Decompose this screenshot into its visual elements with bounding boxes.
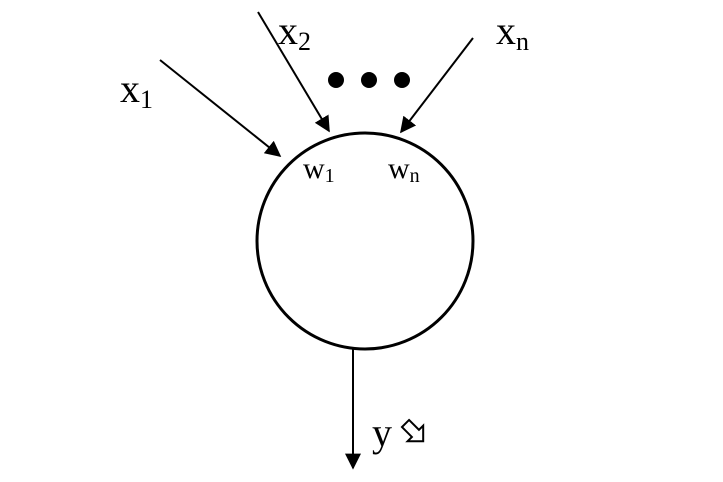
input-label-x1-base: x bbox=[120, 66, 140, 111]
input-label-xn: xn bbox=[496, 8, 529, 56]
weight-label-wn: wn bbox=[388, 152, 420, 187]
input-arrow-xn bbox=[400, 37, 474, 134]
input-label-x2-sub: 2 bbox=[298, 27, 311, 56]
input-label-xn-sub: n bbox=[516, 27, 529, 56]
input-label-xn-base: x bbox=[496, 8, 516, 53]
input-label-x2-base: x bbox=[278, 8, 298, 53]
output-label-y: y bbox=[372, 410, 392, 455]
weight-label-wn-base: w bbox=[388, 152, 410, 185]
neuron-circle bbox=[255, 131, 475, 351]
input-arrow-x1 bbox=[159, 59, 282, 157]
ellipsis-dot bbox=[361, 72, 377, 88]
input-label-x1-sub: 1 bbox=[140, 85, 153, 114]
weight-label-wn-sub: n bbox=[410, 165, 420, 187]
ellipsis-dots bbox=[328, 72, 410, 88]
input-label-x2: x2 bbox=[278, 8, 311, 56]
input-label-x1: x1 bbox=[120, 66, 153, 114]
input-arrow-x2 bbox=[257, 11, 330, 133]
ellipsis-dot bbox=[328, 72, 344, 88]
weight-label-w1-base: w bbox=[303, 152, 325, 185]
ellipsis-dot bbox=[394, 72, 410, 88]
weight-label-w1: w1 bbox=[303, 152, 335, 187]
weight-label-w1-sub: 1 bbox=[325, 165, 335, 187]
hollow-arrow-icon bbox=[400, 418, 425, 443]
